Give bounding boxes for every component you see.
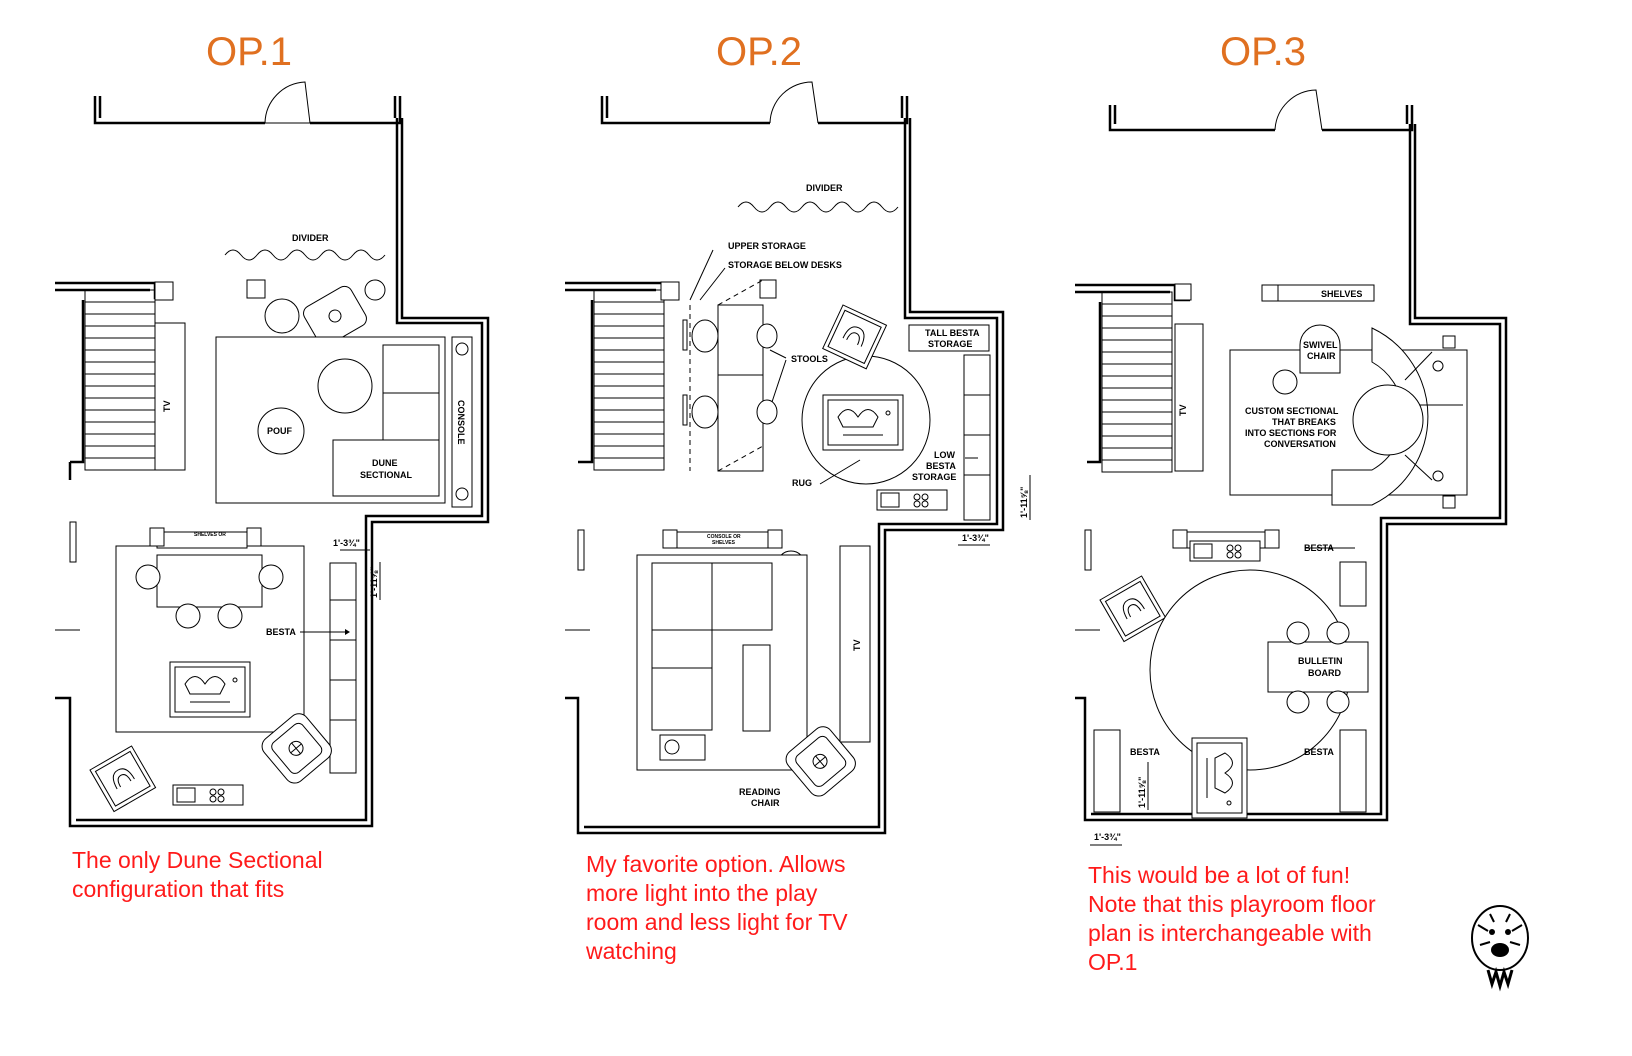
op1-console-label: CONSOLE — [456, 400, 466, 445]
op1-tv-label: TV — [162, 400, 172, 412]
op3-besta-right-label: BESTA — [1304, 747, 1334, 757]
tiger-logo — [1471, 905, 1529, 992]
op3-tv-label: TV — [1178, 404, 1188, 416]
op1-dune-label: DUNE — [372, 458, 398, 468]
op3-besta-top-label: BESTA — [1304, 543, 1334, 553]
op2-tall-besta-label: TALL BESTA — [925, 328, 980, 338]
op3-custom-label-4: CONVERSATION — [1264, 439, 1336, 449]
door-swing-icon — [769, 81, 819, 124]
op3-note: This would be a lot of fun! Note that th… — [1088, 862, 1376, 975]
op2-shelves-label: SHELVES — [712, 540, 736, 546]
op2-low-storage-label: STORAGE — [912, 472, 956, 482]
op1-plan: DIVIDER POUF DUNE SECTIONAL CONSOLE TV S… — [55, 81, 490, 828]
op2-upper-storage-label: UPPER STORAGE — [728, 241, 806, 251]
op1-divider-label: DIVIDER — [292, 233, 329, 243]
op2-rug-label: RUG — [792, 478, 812, 488]
op3-swivel-label: SWIVEL — [1303, 340, 1338, 350]
op3-custom-label-2: THAT BREAKS — [1272, 417, 1336, 427]
op3-board-label: BOARD — [1308, 668, 1341, 678]
op2-besta-label: BESTA — [926, 461, 956, 471]
op3-plan: TV SHELVES SWIVEL CHAIR CUSTOM SECTIONAL… — [1075, 89, 1508, 846]
op1-dim-v: 1'-11⅝" — [369, 567, 379, 598]
op2-dim-h: 1'-3¾" — [962, 533, 989, 543]
op3-dim-h: 1'-3¾" — [1094, 832, 1121, 842]
op3-besta-left-label: BESTA — [1130, 747, 1160, 757]
op2-stools-label: STOOLS — [791, 354, 828, 364]
op1-shelves-label: SHELVES OR — [194, 532, 226, 538]
op1-title: OP.1 — [206, 30, 292, 74]
op2-storage-below-label: STORAGE BELOW DESKS — [728, 260, 842, 270]
op1-note: The only Dune Sectional configuration th… — [72, 847, 323, 902]
op1-sectional-label: SECTIONAL — [360, 470, 413, 480]
op3-bulletin-label: BULLETIN — [1298, 656, 1343, 666]
op2-plan: DIVIDER UPPER STORAGE STORAGE BELOW DESK… — [565, 81, 1031, 835]
op2-divider-label: DIVIDER — [806, 183, 843, 193]
op3-custom-label-3: INTO SECTIONS FOR — [1245, 428, 1337, 438]
op3-shelves-label: SHELVES — [1321, 289, 1362, 299]
op3-title: OP.3 — [1220, 30, 1306, 74]
door-swing-icon — [264, 81, 311, 124]
op3-custom-label-1: CUSTOM SECTIONAL — [1245, 406, 1339, 416]
op1-besta-label: BESTA — [266, 627, 296, 637]
op2-dim-v: 1'-11⅝" — [1019, 487, 1029, 518]
op2-reading-label: READING — [739, 787, 781, 797]
op2-tall-storage-label: STORAGE — [928, 339, 972, 349]
door-swing-icon — [1274, 89, 1323, 131]
op2-note: My favorite option. Allows more light in… — [586, 851, 848, 964]
op3-swivel-chair-label: CHAIR — [1307, 351, 1336, 361]
op1-pouf-label: POUF — [267, 426, 293, 436]
op2-low-label: LOW — [934, 450, 955, 460]
op2-title: OP.2 — [716, 30, 802, 74]
op2-console-label: CONSOLE OR — [707, 534, 741, 540]
op2-tv-label: TV — [852, 639, 862, 651]
op3-dim-v: 1'-11⅝" — [1137, 777, 1147, 808]
op1-dim-h: 1'-3¾" — [333, 538, 360, 548]
op2-chair-label: CHAIR — [751, 798, 780, 808]
